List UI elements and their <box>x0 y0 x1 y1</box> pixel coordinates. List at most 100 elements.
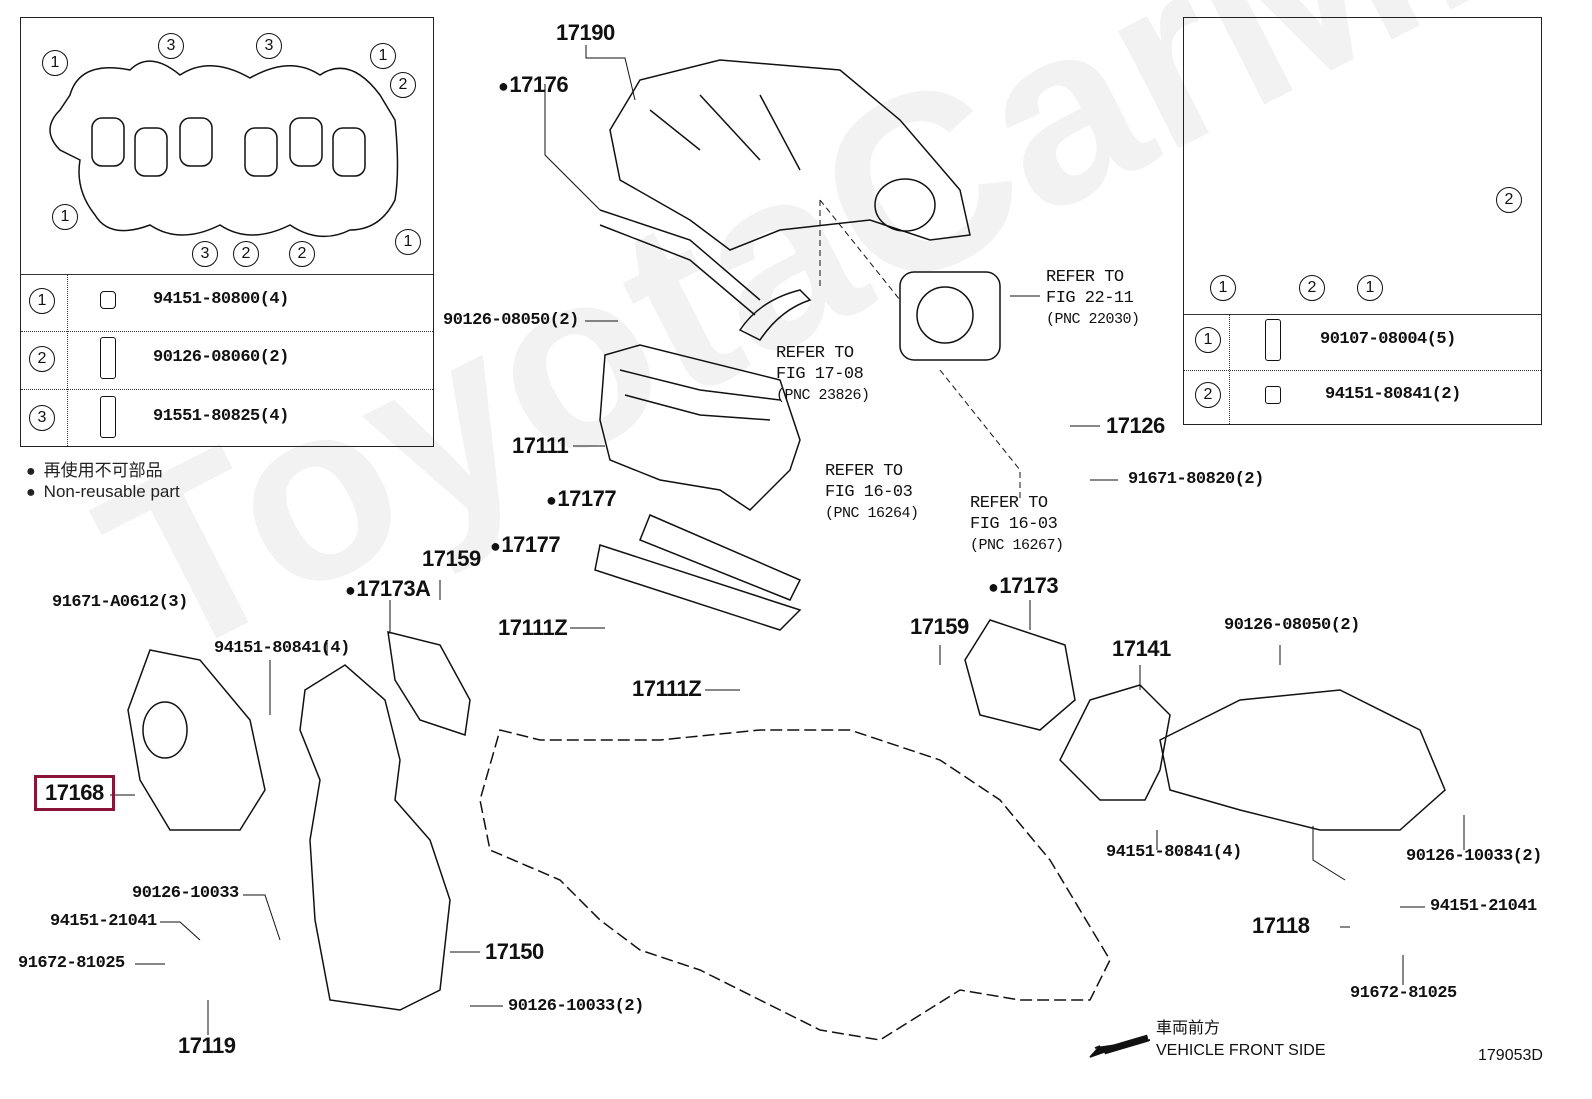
callout-2: 2 <box>233 241 259 267</box>
legend-en: ●Non-reusable part <box>26 482 180 501</box>
part-label-17118[interactable]: 17118 <box>1252 913 1310 938</box>
refer-to-link[interactable]: REFER TO FIG 16-03 (PNC 16264) <box>825 461 919 524</box>
bolt-icon <box>100 396 116 438</box>
part-label-90126-10033[interactable]: 90126-10033 <box>132 884 239 903</box>
part-label-17190[interactable]: 17190 <box>556 20 615 45</box>
refer-l2: FIG 16-03 <box>970 515 1058 534</box>
callout-1: 1 <box>1210 275 1236 301</box>
bolt-icon <box>1265 319 1281 361</box>
gasket-drawing <box>49 60 399 238</box>
part-label-17111[interactable]: 17111 <box>512 433 569 458</box>
callout-3: 3 <box>256 33 282 59</box>
refer-l2: FIG 17-08 <box>776 365 864 384</box>
front-jp: 車両前方 <box>1156 1020 1221 1037</box>
row-key-2: 2 <box>29 346 55 372</box>
callout-1: 1 <box>370 43 396 69</box>
callout-2: 2 <box>390 72 416 98</box>
legend-en-text: Non-reusable part <box>43 482 180 501</box>
nut-icon <box>1265 386 1281 404</box>
gasket-drawing <box>594 544 802 631</box>
part-label-17177[interactable]: 17177 <box>546 486 616 512</box>
heat-insulator-drawing <box>127 649 266 831</box>
part-label-94151-21041[interactable]: 94151-21041 <box>50 912 157 931</box>
part-label-17126[interactable]: 17126 <box>1106 413 1165 438</box>
nut-icon <box>100 291 116 309</box>
refer-l2: FIG 22-11 <box>1046 289 1134 308</box>
row-key-1: 1 <box>1195 327 1221 353</box>
part-number-link[interactable]: 90107-08004(5) <box>1320 330 1456 349</box>
part-label-17173A[interactable]: 17173A <box>345 576 431 602</box>
legend-jp: ●再使用不可部品 <box>26 461 163 480</box>
part-label-91672-81025[interactable]: 91672-81025 <box>18 954 125 973</box>
refer-l1: REFER TO <box>970 494 1048 513</box>
gasket-drawing <box>387 631 471 736</box>
exhaust-manifold-drawing <box>1159 689 1446 831</box>
refer-pnc: (PNC 22030) <box>1046 311 1140 328</box>
gasket-drawing <box>639 514 802 601</box>
stud-icon <box>100 337 116 379</box>
refer-pnc: (PNC 16267) <box>970 537 1064 554</box>
part-number-link[interactable]: 94151-80841(2) <box>1325 385 1461 404</box>
exhaust-manifold-drawing <box>299 664 451 1011</box>
callout-2: 2 <box>289 241 315 267</box>
refer-l2: FIG 16-03 <box>825 483 913 502</box>
legend-jp-text: 再使用不可部品 <box>43 461 163 480</box>
part-number-link[interactable]: 91551-80825(4) <box>153 407 289 426</box>
part-label-91671-80820(2)[interactable]: 91671-80820(2) <box>1128 470 1264 489</box>
left-inset-panel <box>20 17 434 447</box>
part-label-90126-10033(2)[interactable]: 90126-10033(2) <box>1406 847 1542 866</box>
part-label-94151-80841(4)[interactable]: 94151-80841(4) <box>1106 843 1242 862</box>
leader-lines <box>110 45 1465 1035</box>
callout-3: 3 <box>158 33 184 59</box>
part-label-90126-08050(2)[interactable]: 90126-08050(2) <box>443 311 579 330</box>
part-label-17150[interactable]: 17150 <box>485 939 544 964</box>
part-label-17176[interactable]: 17176 <box>498 72 568 98</box>
part-label-91671-A0612(3)[interactable]: 91671-A0612(3) <box>52 593 188 612</box>
part-label-17173[interactable]: 17173 <box>988 573 1058 599</box>
callout-2: 2 <box>1299 275 1325 301</box>
part-label-17177[interactable]: 17177 <box>490 532 560 558</box>
part-number-link[interactable]: 94151-80800(4) <box>153 290 289 309</box>
part-label-94151-21041[interactable]: 94151-21041 <box>1430 897 1537 916</box>
callout-1: 1 <box>42 50 68 76</box>
callout-2: 2 <box>1496 187 1522 213</box>
refer-l1: REFER TO <box>776 344 854 363</box>
gasket-drawing <box>964 619 1076 731</box>
figure-code: 179053D <box>1478 1047 1543 1064</box>
refer-pnc: (PNC 23826) <box>776 387 870 404</box>
callout-1: 1 <box>52 204 78 230</box>
part-label-91672-81025[interactable]: 91672-81025 <box>1350 984 1457 1003</box>
callout-3: 3 <box>192 241 218 267</box>
part-label-90126-08050(2)[interactable]: 90126-08050(2) <box>1224 616 1360 635</box>
part-label-17119[interactable]: 17119 <box>178 1033 236 1058</box>
row-key-1: 1 <box>29 288 55 314</box>
refer-to-link[interactable]: REFER TO FIG 16-03 (PNC 16267) <box>970 493 1064 556</box>
part-number-link[interactable]: 90126-08060(2) <box>153 348 289 367</box>
part-label-17168[interactable]: 17168 <box>34 775 115 811</box>
refer-l1: REFER TO <box>825 462 903 481</box>
intake-manifold-lower-drawing <box>599 344 801 511</box>
part-label-94151-80841(4)[interactable]: 94151-80841(4) <box>214 639 350 658</box>
exhaust-manifold-drawing <box>1059 684 1171 801</box>
part-label-17111Z[interactable]: 17111Z <box>498 615 568 640</box>
part-label-17159[interactable]: 17159 <box>910 614 969 639</box>
refer-l1: REFER TO <box>1046 268 1124 287</box>
throttle-body-drawing <box>738 271 1001 361</box>
part-label-17111Z[interactable]: 17111Z <box>632 676 702 701</box>
vehicle-front-indicator: 車両前方 VEHICLE FRONT SIDE <box>1156 1018 1326 1062</box>
front-en: VEHICLE FRONT SIDE <box>1156 1042 1326 1059</box>
part-label-17159[interactable]: 17159 <box>422 546 481 571</box>
part-label-17141[interactable]: 17141 <box>1112 636 1171 661</box>
refer-to-link[interactable]: REFER TO FIG 17-08 (PNC 23826) <box>776 343 870 406</box>
part-label-90126-10033(2)[interactable]: 90126-10033(2) <box>508 997 644 1016</box>
engine-block-drawing <box>479 729 1111 1041</box>
refer-to-link[interactable]: REFER TO FIG 22-11 (PNC 22030) <box>1046 267 1140 330</box>
intake-manifold-upper-drawing <box>599 59 971 316</box>
callout-1: 1 <box>395 229 421 255</box>
callout-1: 1 <box>1357 275 1383 301</box>
right-inset-panel <box>1183 17 1542 425</box>
row-key-3: 3 <box>29 405 55 431</box>
refer-pnc: (PNC 16264) <box>825 505 919 522</box>
